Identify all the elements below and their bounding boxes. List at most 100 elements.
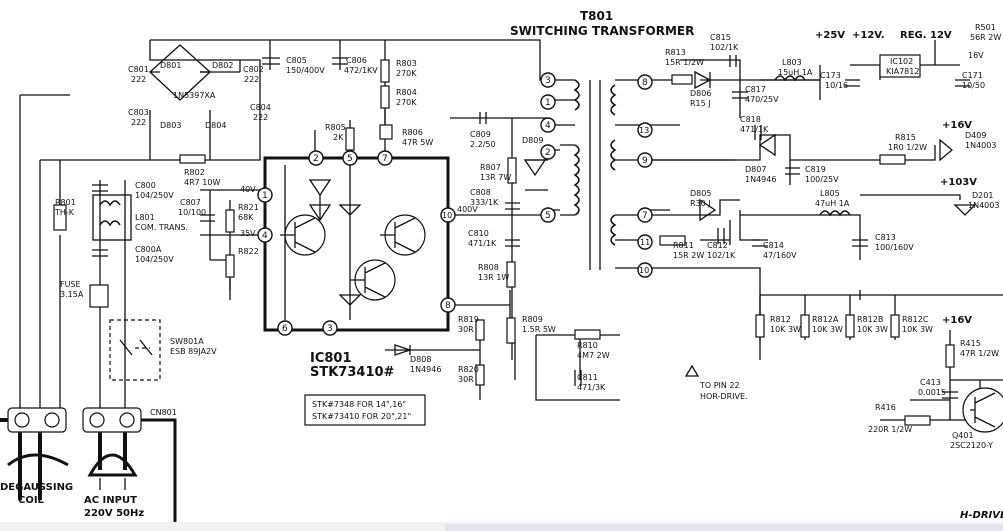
label-labels-c804v: 222: [253, 113, 268, 122]
label-labels-c810v: 471/1K: [468, 239, 497, 248]
label-labels-c818: C818: [740, 115, 761, 124]
label-labels-r813v: 15R 1/2W: [665, 58, 704, 67]
t-pin-4: 4: [545, 121, 551, 131]
label-labels-ic102: IC102: [890, 57, 913, 66]
label-labels-r812cv: 10K 3W: [902, 325, 933, 334]
label-labels-v35: 35V: [240, 229, 256, 238]
label-labels-c814v: 47/160V: [763, 251, 797, 260]
label-labels-r815: R815: [895, 133, 916, 142]
label-labels-d802: D802: [212, 61, 233, 70]
label-labels-r820v: 30R: [458, 375, 474, 384]
label-labels-c815: C815: [710, 33, 731, 42]
label-labels-r812b: R812B: [857, 315, 883, 324]
note-line2: STK#73410 FOR 20",21": [312, 412, 411, 421]
inductor-l801: [92, 194, 132, 241]
label-labels-c171: C171: [962, 71, 983, 80]
label-labels-c803: C803: [128, 108, 149, 117]
bottom-strip-highlight: [445, 524, 1003, 531]
label-labels-c811v: 471/3K: [577, 383, 606, 392]
label-labels-d809: D809: [522, 136, 543, 145]
label-labels-bridge: 1N5397XA: [173, 91, 216, 100]
components: [53, 44, 1003, 433]
label-labels-r812a: R812A: [812, 315, 839, 324]
pin-2: 2: [313, 154, 319, 164]
transformer-ref: T801: [580, 9, 613, 23]
label-labels-r809: R809: [522, 315, 543, 324]
pin-8: 8: [445, 301, 451, 311]
label-labels-c804: C804: [250, 103, 271, 112]
label-labels-r821: R821: [238, 203, 259, 212]
hor-drive-label: HOR-DRIVE.: [700, 392, 748, 401]
label-labels-c171v: 10/50: [962, 81, 985, 90]
rail-103v: +103V: [940, 177, 977, 188]
label-labels-q401: Q401: [952, 431, 974, 440]
label-labels-c813v: 100/160V: [875, 243, 914, 252]
ac-spec-label: 220V 50Hz: [84, 508, 144, 519]
t-pin-3: 3: [545, 76, 551, 86]
wires: [19, 39, 1003, 430]
label-labels-c805: C805: [286, 56, 307, 65]
label-labels-r802v: 4R7 10W: [184, 178, 220, 187]
pin-5: 5: [347, 154, 353, 164]
label-labels-c807v: 10/100: [178, 208, 206, 217]
label-labels-d808v: 1N4946: [410, 365, 441, 374]
label-labels-r822: R822: [238, 247, 259, 256]
label-labels-c800a: C800A: [135, 245, 162, 254]
rail-25v: +25V: [815, 30, 845, 41]
ic-pins: 1 4 2 5 7 10 8 6 3: [257, 150, 456, 336]
label-labels-r812av: 10K 3W: [812, 325, 843, 334]
label-labels-r819v: 30R: [458, 325, 474, 334]
label-labels-r802: R802: [184, 168, 205, 177]
label-labels-c802v: 222: [244, 75, 259, 84]
t-pin-11: 11: [640, 238, 650, 247]
label-labels-d804: D804: [205, 121, 226, 130]
label-labels-c173: C173: [820, 71, 841, 80]
degauss-label: DEGAUSSING: [0, 482, 73, 493]
label-labels-r416: R416: [875, 403, 896, 412]
rail-16v-a: +16V: [942, 120, 972, 131]
label-labels-v16: 16V: [968, 51, 984, 60]
label-labels-r415: R415: [960, 339, 981, 348]
label-labels-r808v: 13R 1W: [478, 273, 509, 282]
label-labels-c802: C802: [243, 65, 264, 74]
label-labels-r810v: 4M7 2W: [577, 351, 610, 360]
pin-10: 10: [442, 211, 452, 220]
label-labels-r801v: TH-K: [54, 208, 75, 217]
label-labels-d805v: R30 J: [690, 199, 711, 208]
label-labels-d409: D409: [965, 131, 986, 140]
label-labels-r501v: 56R 2W: [970, 33, 1001, 42]
label-labels-sw801a: SW801A: [170, 337, 204, 346]
pin-1: 1: [262, 191, 268, 201]
sw801a-switch: [109, 319, 161, 381]
ac-input-label: AC INPUT: [84, 495, 137, 506]
label-labels-d409v: 1N4003: [965, 141, 996, 150]
label-labels-d808: D808: [410, 355, 431, 364]
label-labels-c819: C819: [805, 165, 826, 174]
label-labels-l801v: COM. TRANS.: [135, 223, 188, 232]
label-labels-v400: 400V: [457, 205, 478, 214]
label-labels-r809v: 1.5R 5W: [522, 325, 556, 334]
label-labels-l805v: 47uH 1A: [815, 199, 850, 208]
t-pin-8: 8: [642, 78, 648, 88]
label-labels-r806: R806: [402, 128, 423, 137]
label-labels-c800av: 104/250V: [135, 255, 174, 264]
label-labels-r807v: 13R 7W: [480, 173, 511, 182]
label-labels-c811: C811: [577, 373, 598, 382]
label-labels-c810: C810: [468, 229, 489, 238]
label-labels-c807: C807: [180, 198, 201, 207]
label-labels-r808: R808: [478, 263, 499, 272]
label-labels-c814: C814: [763, 241, 784, 250]
label-labels-r819: R819: [458, 315, 479, 324]
cn801-label: CN801: [150, 408, 177, 417]
label-labels-r812v: 10K 3W: [770, 325, 801, 334]
label-labels-r805: R805: [325, 123, 346, 132]
label-labels-l801: L801: [135, 213, 155, 222]
label-labels-r821v: 68K: [238, 213, 254, 222]
ic-ref: IC801: [310, 351, 352, 366]
labels: T801 SWITCHING TRANSFORMER IC801 STK7341…: [0, 9, 1003, 521]
t-pin-10: 10: [639, 266, 649, 275]
label-labels-c806v: 472/1KV: [344, 66, 378, 75]
input-connectors: [7, 407, 142, 490]
transformer-title: SWITCHING TRANSFORMER: [510, 24, 694, 38]
label-labels-d806: D806: [690, 89, 711, 98]
